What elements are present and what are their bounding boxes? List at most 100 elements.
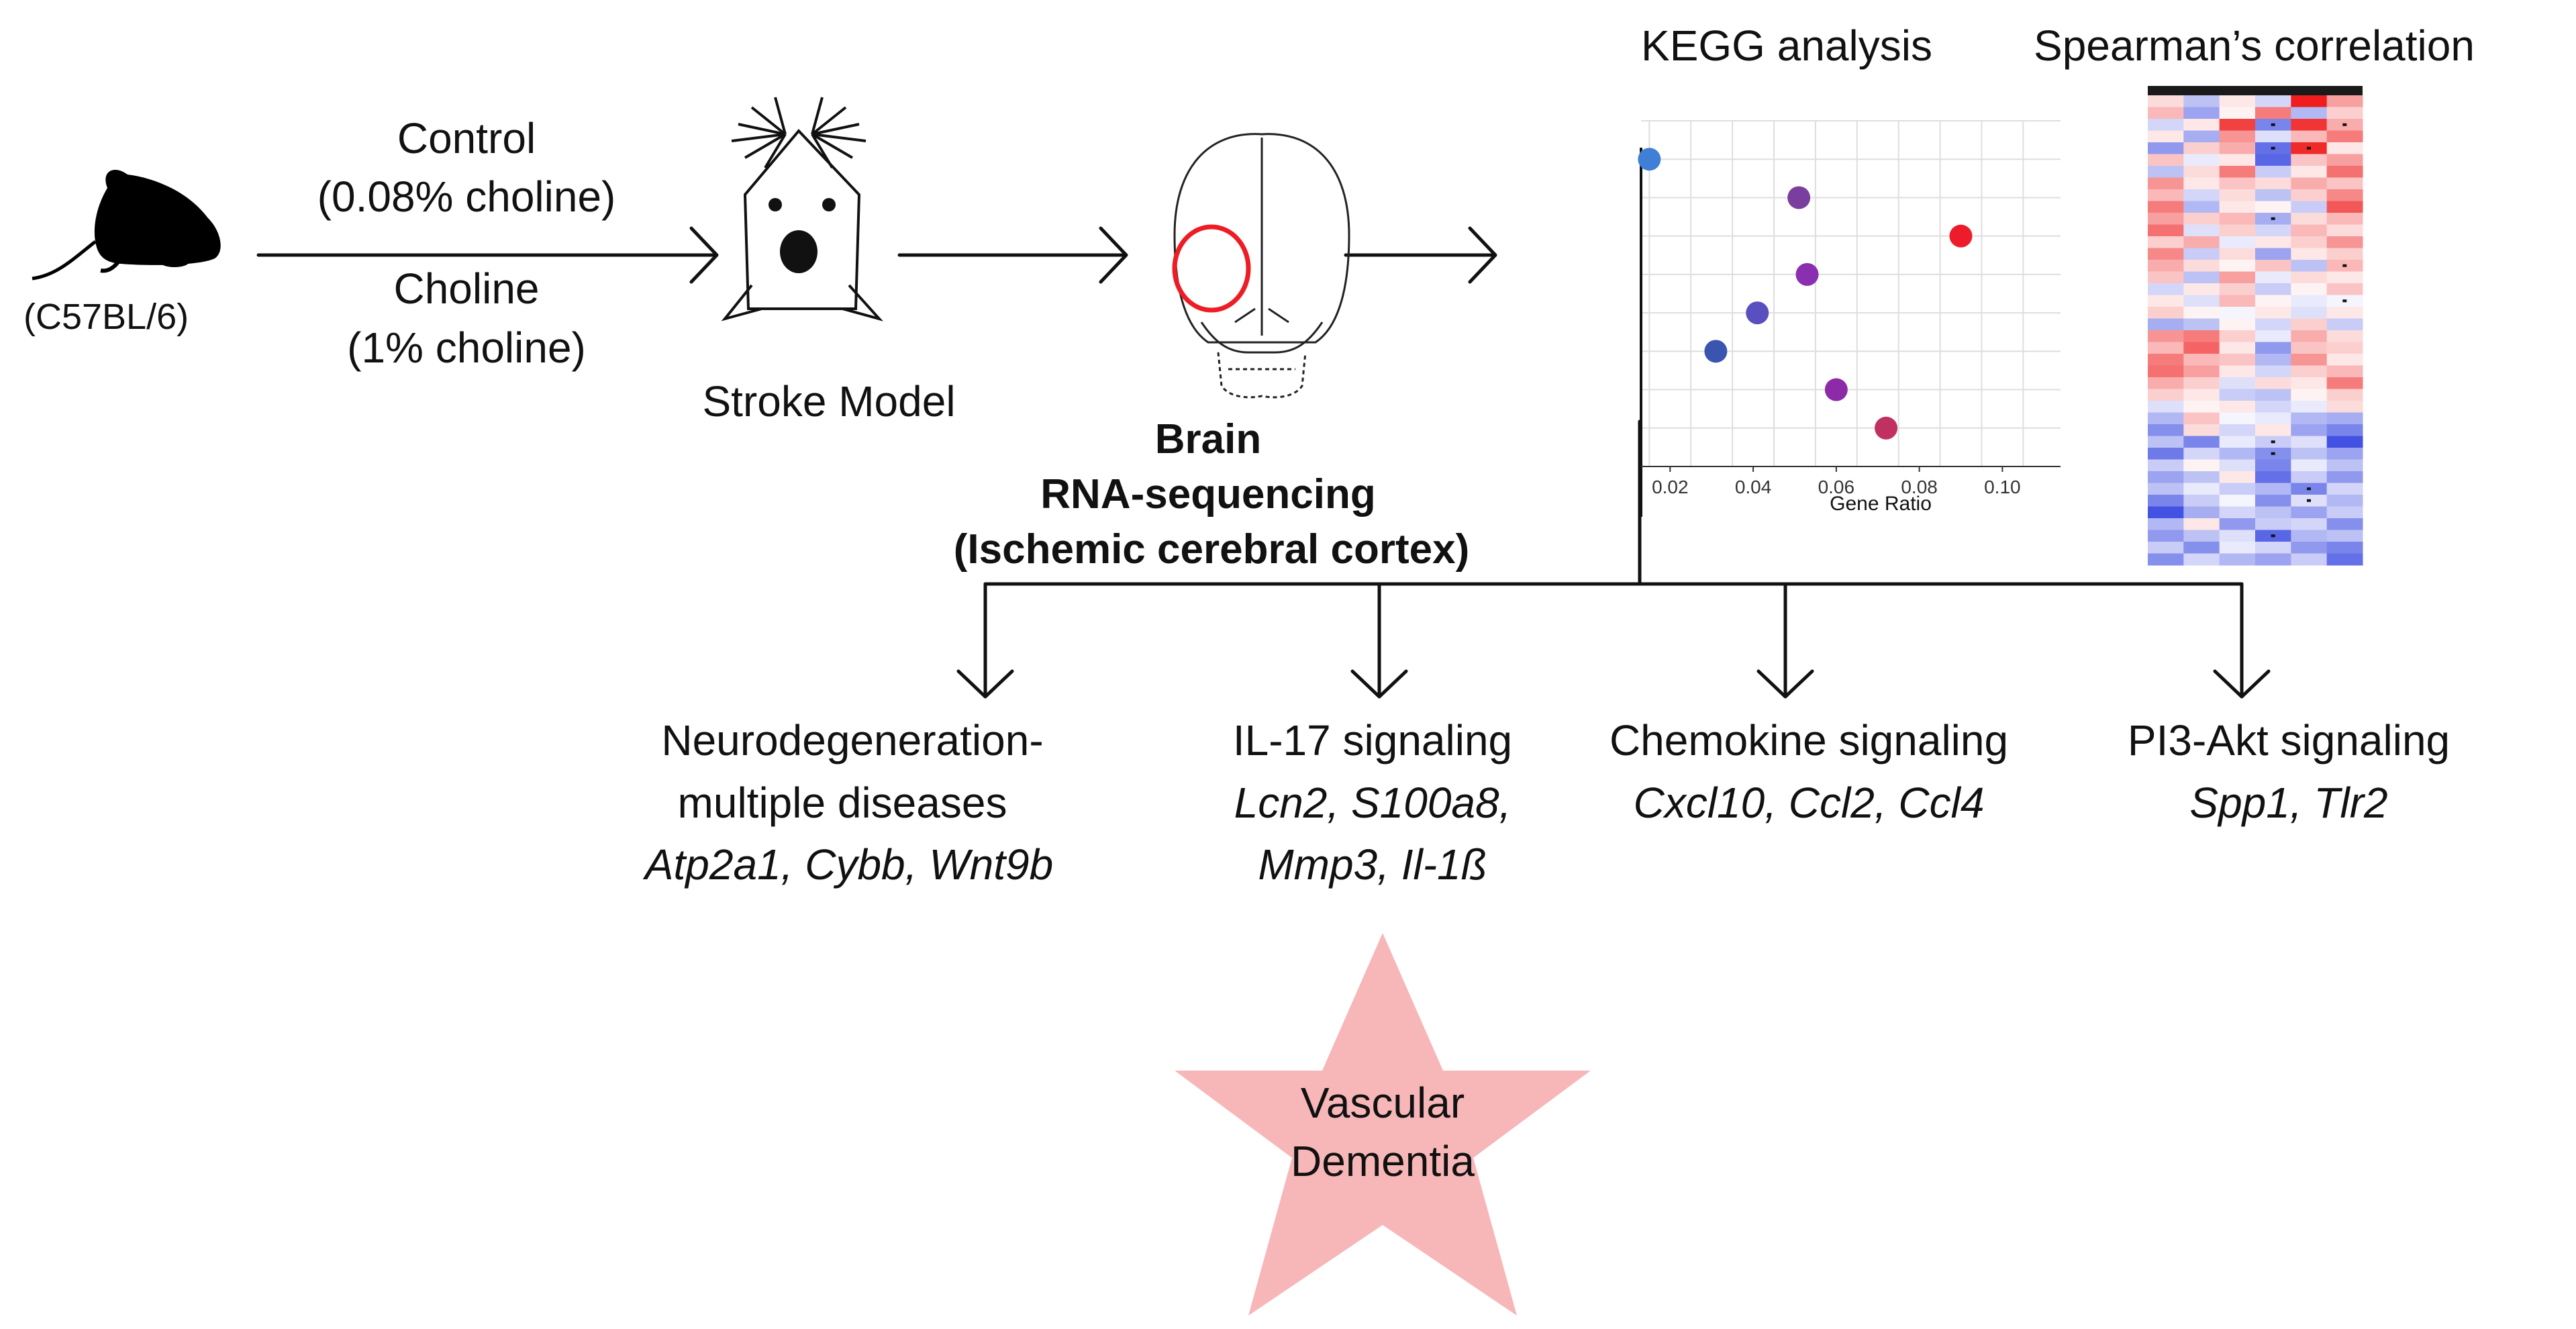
heatmap-cell <box>2291 354 2328 366</box>
heatmap-cell <box>2326 224 2363 237</box>
heatmap-cell <box>2219 530 2256 542</box>
heatmap-cell <box>2219 224 2256 237</box>
heatmap-cell <box>2326 342 2363 354</box>
heatmap-cell <box>2219 248 2256 260</box>
heatmap-cell <box>2183 330 2220 342</box>
heatmap-cell <box>2255 201 2291 213</box>
outcome-line1: Vascular <box>1300 1079 1465 1127</box>
heatmap-cell <box>2291 177 2328 190</box>
mouse-strain-label: (C57BL/6) <box>23 297 189 337</box>
heatmap-significance-mark <box>2307 487 2311 491</box>
kegg-point <box>1638 148 1661 171</box>
heatmap-significance-mark <box>2271 146 2275 150</box>
heatmap-cell <box>2326 542 2363 554</box>
heatmap-cell <box>2326 506 2363 519</box>
heatmap-cell <box>2291 542 2328 554</box>
heatmap-cell <box>2291 154 2328 166</box>
heatmap-cell <box>2326 401 2363 413</box>
heatmap-cell <box>2183 307 2220 319</box>
pathway-2-genes-line1: Lcn2, S100a8, <box>1234 779 1512 827</box>
pathway-2-genes-line2: Mmp3, Il-1ß <box>1258 840 1487 889</box>
heatmap-cell <box>2183 424 2220 436</box>
heatmap-cell <box>2148 236 2184 248</box>
heatmap-cell <box>2219 142 2256 154</box>
heatmap-cell <box>2291 130 2328 143</box>
heatmap-cell <box>2148 424 2184 436</box>
heatmap-cell <box>2255 424 2291 436</box>
heatmap-cell <box>2291 530 2328 542</box>
star-shape <box>1175 933 1591 1316</box>
heatmap-cell <box>2183 471 2220 483</box>
heatmap-cell <box>2183 518 2220 530</box>
heatmap-cell <box>2219 506 2256 519</box>
heatmap-cell <box>2183 318 2220 331</box>
heatmap-cell <box>2291 318 2328 331</box>
heatmap-cell <box>2183 389 2220 401</box>
heatmap-cell <box>2183 283 2220 295</box>
heatmap-cell <box>2255 189 2291 201</box>
heatmap-cell <box>2183 365 2220 378</box>
kegg-point <box>1787 186 1811 209</box>
control-label: Control <box>397 114 536 162</box>
heatmap-cell <box>2219 412 2256 425</box>
heatmap-cell <box>2255 224 2291 237</box>
heatmap-cell <box>2219 295 2256 307</box>
heatmap-cell <box>2291 342 2328 354</box>
heatmap-cell <box>2255 553 2291 566</box>
heatmap-cell <box>2148 412 2184 425</box>
heatmap-cell <box>2291 377 2328 389</box>
pathway-1-name-line2: multiple diseases <box>677 779 1007 827</box>
spearman-heatmap <box>2148 86 2363 566</box>
heatmap-cell <box>2148 295 2184 307</box>
heatmap-cell <box>2148 260 2184 272</box>
heatmap-cell <box>2326 177 2363 190</box>
kegg-point <box>1949 224 1973 248</box>
heatmap-cell <box>2219 154 2256 166</box>
brain-icon <box>1172 133 1350 399</box>
heatmap-cell <box>2326 448 2363 460</box>
heatmap-cell <box>2326 283 2363 295</box>
heatmap-cell <box>2219 283 2256 295</box>
heatmap-cell <box>2291 307 2328 319</box>
heatmap-cell <box>2326 318 2363 331</box>
heatmap-cell <box>2148 130 2184 143</box>
heatmap-cell <box>2183 495 2220 507</box>
heatmap-significance-mark <box>2307 146 2311 150</box>
heatmap-cell <box>2183 119 2220 131</box>
stroke-model-label: Stroke Model <box>702 377 956 426</box>
heatmap-cell <box>2148 154 2184 166</box>
heatmap-cell <box>2255 459 2291 472</box>
heatmap-cell <box>2255 295 2291 307</box>
heatmap-cell <box>2219 424 2256 436</box>
heatmap-cell <box>2183 436 2220 448</box>
heatmap-cell <box>2148 401 2184 413</box>
heatmap-cell <box>2291 119 2328 131</box>
heatmap-cell <box>2326 412 2363 425</box>
heatmap-cell <box>2219 201 2256 213</box>
heatmap-significance-mark <box>2342 299 2347 303</box>
heatmap-cell <box>2291 424 2328 436</box>
kegg-x-tick-label: 0.08 <box>1901 477 1938 497</box>
heatmap-cell <box>2291 448 2328 460</box>
arrow-brain-to-analysis-head <box>1468 226 1497 284</box>
heatmap-cell <box>2148 542 2184 554</box>
heatmap-cell <box>2183 248 2220 260</box>
heatmap-cell <box>2219 213 2256 225</box>
heatmap-significance-mark <box>2271 440 2275 444</box>
heatmap-cell <box>2291 459 2328 472</box>
kegg-x-axis-label: Gene Ratio <box>1830 493 1932 515</box>
heatmap-cell <box>2291 166 2328 178</box>
heatmap-cell <box>2148 107 2184 119</box>
heatmap-cell <box>2219 401 2256 413</box>
kegg-point <box>1875 416 1898 440</box>
heatmap-cell <box>2326 130 2363 143</box>
heatmap-cell <box>2219 107 2256 119</box>
arrow-stroke-to-brain-head <box>1099 226 1128 284</box>
heatmap-cell <box>2148 365 2184 378</box>
kegg-x-tick-label: 0.06 <box>1818 477 1855 497</box>
pathway-4-name-line1: PI3-Akt signaling <box>2127 716 2450 765</box>
heatmap-cell <box>2148 283 2184 295</box>
